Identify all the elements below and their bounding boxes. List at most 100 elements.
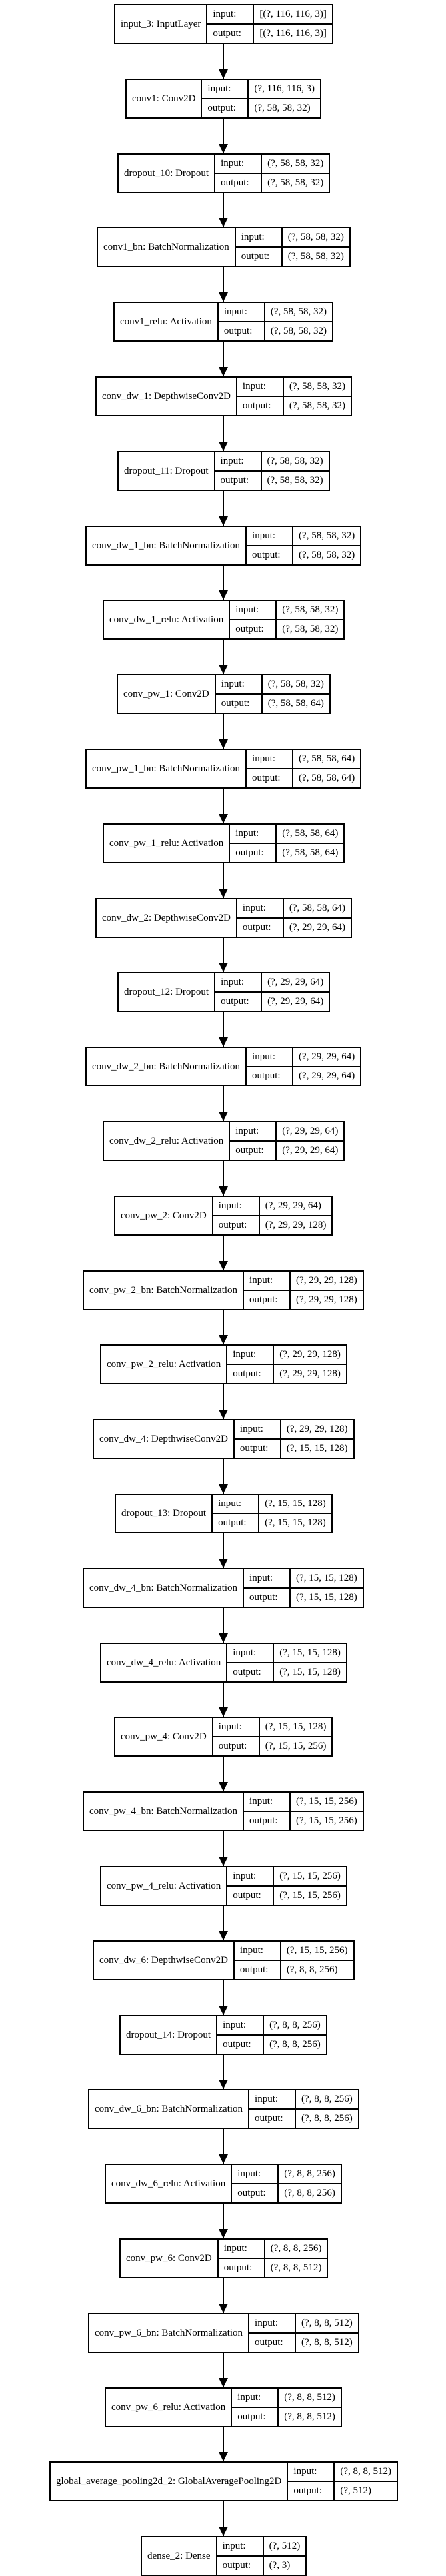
layer-shapes: input:(?, 58, 58, 32)output:(?, 58, 58, … — [247, 527, 361, 564]
input-row: input:(?, 15, 15, 128) — [227, 1644, 346, 1662]
output-label: output: — [219, 322, 265, 340]
output-shape: (?, 58, 58, 32) — [254, 103, 311, 113]
output-row: output:(?, 58, 58, 32) — [230, 619, 344, 638]
output-shape: (?, 58, 58, 32) — [287, 251, 344, 262]
layer-shapes: input:(?, 8, 8, 256)output:(?, 8, 8, 512… — [218, 2240, 327, 2277]
input-row: input:(?, 15, 15, 128) — [213, 1495, 331, 1513]
layer-name: conv_pw_4: Conv2D — [115, 1718, 213, 1755]
input-label: input: — [237, 378, 284, 396]
layer-name: conv1: Conv2D — [127, 80, 203, 117]
output-shape: (?, 29, 29, 128) — [296, 1294, 357, 1305]
layer-shapes: input:(?, 512)output:(?, 3) — [217, 2537, 306, 2575]
layer-shapes: input:(?, 8, 8, 256)output:(?, 8, 8, 256… — [217, 2016, 326, 2054]
input-shape: (?, 29, 29, 64) — [267, 977, 324, 987]
input-row: input:(?, 58, 58, 32) — [230, 601, 343, 619]
layer-shapes: input:(?, 116, 116, 3)output:(?, 58, 58,… — [202, 80, 320, 117]
layer-name: conv_pw_1_relu: Activation — [104, 825, 231, 862]
layer-name: conv1_relu: Activation — [115, 303, 219, 340]
layer-shapes: input:(?, 58, 58, 32)output:(?, 58, 58, … — [215, 155, 329, 192]
output-shape: (?, 8, 8, 512) — [284, 2411, 335, 2422]
layer-name: input_3: InputLayer — [115, 5, 208, 43]
output-row: output:(?, 15, 15, 128) — [234, 1438, 353, 1458]
input-shape: (?, 58, 58, 32) — [267, 456, 323, 466]
output-shape: [(?, 116, 116, 3)] — [259, 28, 327, 39]
input-row: input:(?, 29, 29, 128) — [235, 1420, 353, 1438]
input-row: input:(?, 29, 29, 128) — [244, 1272, 363, 1290]
layer-name: conv_pw_6_bn: BatchNormalization — [89, 2314, 250, 2352]
input-shape: (?, 15, 15, 128) — [265, 1498, 326, 1509]
input-row: input:(?, 8, 8, 256) — [219, 2240, 327, 2258]
input-shape: (?, 15, 15, 256) — [279, 1871, 341, 1881]
input-row: input:(?, 58, 58, 64) — [230, 825, 343, 843]
input-shape: (?, 8, 8, 256) — [284, 2168, 335, 2179]
layer-shapes: input:(?, 58, 58, 32)output:(?, 58, 58, … — [215, 675, 329, 713]
input-shape: (?, 58, 58, 32) — [287, 232, 344, 242]
output-row: output:(?, 15, 15, 128) — [227, 1662, 346, 1681]
output-row: output:(?, 58, 58, 64) — [230, 843, 344, 862]
output-row: output:(?, 58, 58, 32) — [237, 396, 351, 415]
output-label: output: — [217, 2036, 265, 2054]
input-shape: (?, 58, 58, 32) — [289, 381, 346, 392]
layer-shapes: input:(?, 15, 15, 128)output:(?, 15, 15,… — [244, 1569, 363, 1607]
output-label: output: — [236, 248, 283, 266]
layer-shapes: input:(?, 15, 15, 128)output:(?, 15, 15,… — [227, 1644, 346, 1681]
output-row: output:(?, 29, 29, 128) — [213, 1215, 332, 1234]
layer-shapes: input:(?, 29, 29, 64)output:(?, 29, 29, … — [213, 1197, 332, 1234]
input-label: input: — [247, 750, 294, 768]
layer-shapes: input:(?, 8, 8, 512)output:(?, 512) — [288, 2463, 397, 2500]
output-shape: (?, 15, 15, 128) — [265, 1517, 326, 1528]
layer-name: conv_dw_1: DepthwiseConv2D — [97, 378, 237, 415]
input-shape: (?, 58, 58, 32) — [267, 158, 324, 169]
layer-shapes: input:(?, 58, 58, 64)output:(?, 29, 29, … — [237, 899, 351, 937]
output-label: output: — [288, 2482, 335, 2500]
layer-name: dropout_14: Dropout — [121, 2016, 218, 2054]
layer-shapes: input:(?, 58, 58, 32)output:(?, 58, 58, … — [215, 452, 329, 490]
input-shape: (?, 15, 15, 256) — [286, 1945, 348, 1956]
output-shape: (?, 29, 29, 128) — [279, 1368, 341, 1379]
layer-shapes: input:(?, 58, 58, 32)output:(?, 58, 58, … — [235, 228, 349, 266]
input-label: input: — [244, 1272, 291, 1290]
output-row: output:(?, 8, 8, 256) — [234, 1960, 353, 1979]
input-row: input:(?, 29, 29, 64) — [213, 1197, 332, 1215]
input-row: input:(?, 15, 15, 128) — [244, 1569, 363, 1587]
output-shape: (?, 58, 58, 32) — [289, 400, 346, 411]
input-shape: (?, 15, 15, 256) — [296, 1796, 357, 1807]
output-shape: (?, 3) — [269, 2560, 291, 2571]
output-label: output: — [232, 2408, 279, 2426]
layer-shapes: input:(?, 15, 15, 256)output:(?, 8, 8, 2… — [234, 1942, 353, 1979]
input-label: input: — [244, 1569, 291, 1587]
input-shape: (?, 29, 29, 128) — [279, 1349, 341, 1360]
input-shape: (?, 512) — [269, 2541, 301, 2551]
output-shape: (?, 8, 8, 256) — [286, 1964, 338, 1975]
input-row: input:(?, 29, 29, 64) — [247, 1048, 360, 1066]
layer-name: conv_pw_6_relu: Activation — [106, 2389, 233, 2426]
input-label: input: — [232, 2389, 279, 2407]
input-row: input:(?, 58, 58, 32) — [247, 527, 360, 545]
layer-name: conv_pw_2_bn: BatchNormalization — [84, 1272, 245, 1309]
input-label: input: — [230, 1122, 277, 1140]
input-label: input: — [202, 80, 249, 98]
output-shape: (?, 58, 58, 64) — [299, 773, 355, 783]
layer-shapes: input:(?, 15, 15, 128)output:(?, 15, 15,… — [213, 1495, 331, 1532]
output-label: output: — [215, 993, 263, 1011]
input-row: input:(?, 8, 8, 512) — [288, 2463, 397, 2481]
output-row: output: (?, 8, 8, 512) — [232, 2407, 341, 2426]
output-shape: (?, 58, 58, 64) — [282, 847, 339, 858]
output-label: output: — [219, 2259, 265, 2277]
layer-shapes: input:(?, 29, 29, 128)output:(?, 29, 29,… — [227, 1346, 346, 1383]
